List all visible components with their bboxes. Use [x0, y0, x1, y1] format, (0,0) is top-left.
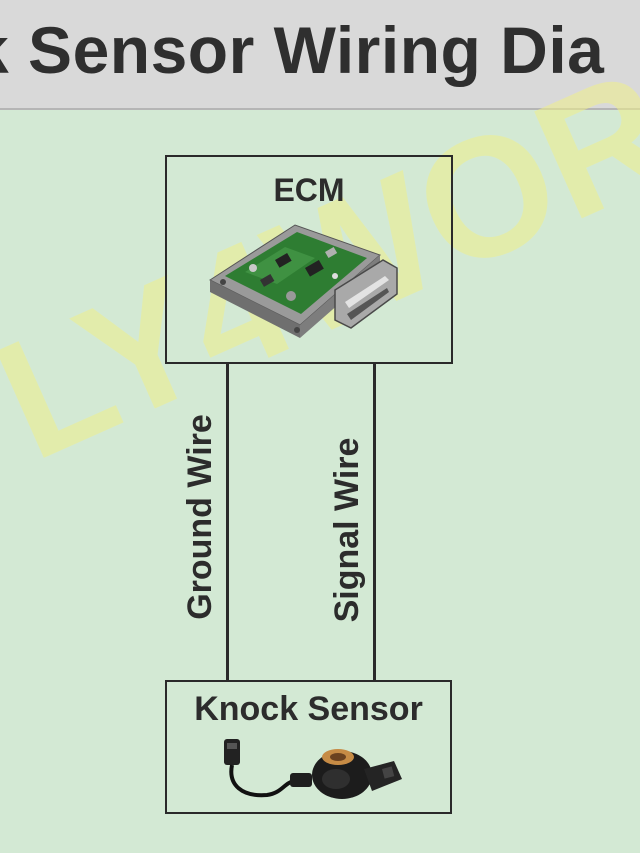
ground-wire: [226, 364, 229, 680]
knock-sensor-icon: [224, 739, 402, 799]
signal-wire-label: Signal Wire: [328, 437, 366, 623]
signal-wire: [373, 364, 376, 680]
ecm-module-icon: [208, 224, 398, 338]
ecm-label: ECM: [273, 172, 345, 208]
ground-wire-label: Ground Wire: [181, 414, 219, 620]
ecm-box: ECM: [165, 155, 453, 364]
page-title: k Sensor Wiring Dia: [0, 13, 605, 87]
knock-sensor-label: Knock Sensor: [194, 690, 423, 728]
title-banner: k Sensor Wiring Dia: [0, 0, 640, 110]
knock-sensor-box: Knock Sensor: [165, 680, 452, 814]
